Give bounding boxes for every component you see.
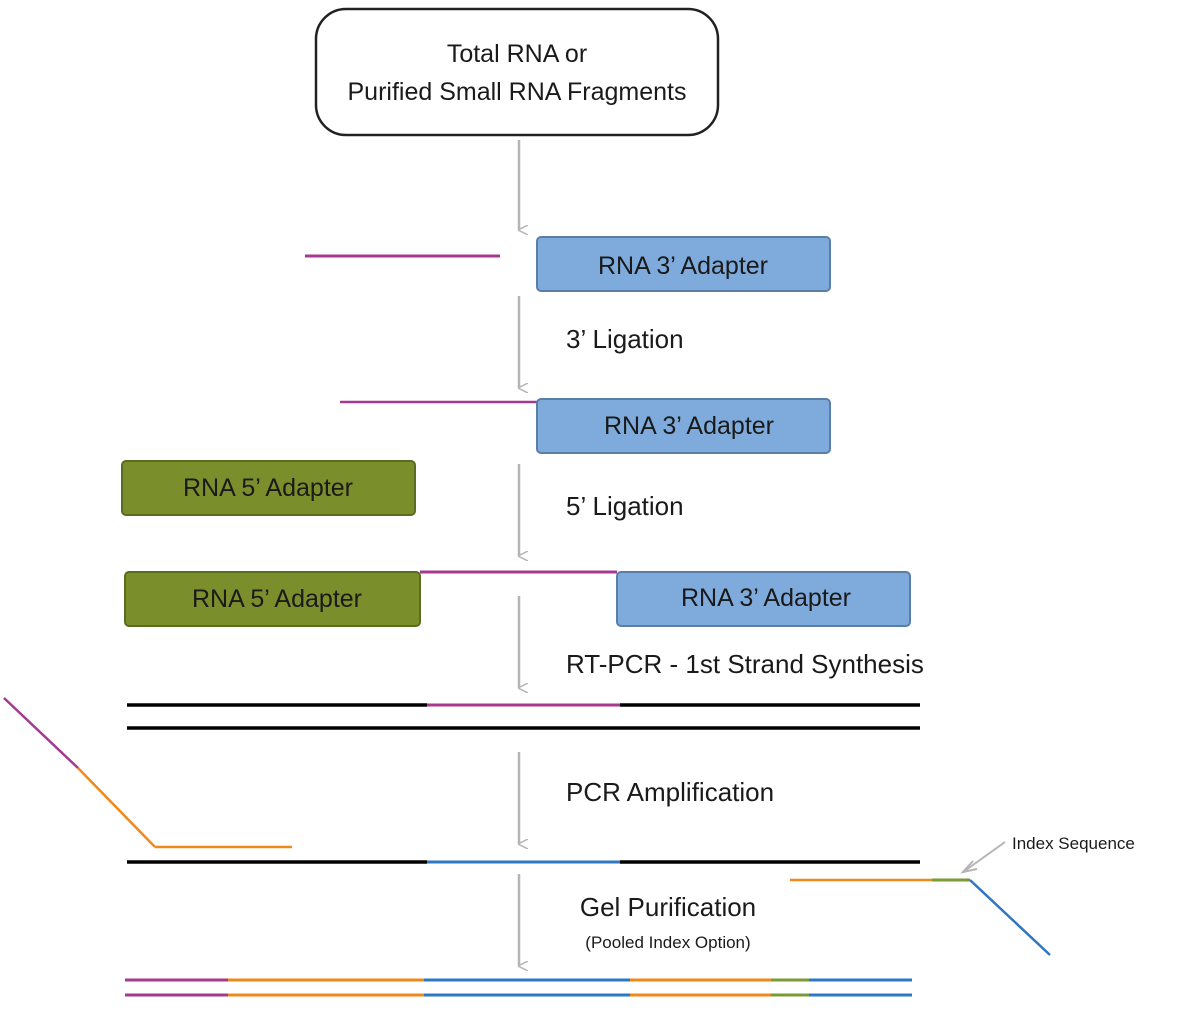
primer-purple-tail	[3, 697, 79, 769]
rna-5-adapter-label: RNA 5’ Adapter	[183, 474, 353, 502]
step-5-ligation-label: 5’ Ligation	[566, 491, 684, 521]
rna-5-adapter-final-label: RNA 5’ Adapter	[192, 585, 362, 613]
index-pointer-head	[960, 860, 978, 874]
step-gel-sublabel: (Pooled Index Option)	[585, 933, 750, 952]
rna-5-adapter-box	[121, 460, 416, 516]
stage-3-adapter: RNA 3’ Adapter	[305, 236, 831, 292]
step-gel-label: Gel Purification	[580, 892, 756, 922]
stage-5-adapter: RNA 5’ Adapter	[121, 460, 416, 516]
step-3-ligation-label: 3’ Ligation	[566, 324, 684, 354]
step-rtpcr-label: RT-PCR - 1st Strand Synthesis	[566, 649, 924, 679]
reverse-primer	[790, 841, 1051, 956]
rna-3-adapter-final-label: RNA 3’ Adapter	[681, 584, 851, 612]
rna-3-adapter-box	[536, 236, 831, 292]
stage-both-ligated: RNA 5’ Adapter RNA 3’ Adapter	[124, 570, 911, 627]
rna-3-adapter-ligated-label: RNA 3’ Adapter	[604, 412, 774, 440]
primer-orange-tail	[77, 767, 156, 848]
index-pointer-arrow	[965, 841, 1006, 871]
rev-primer-blue-tail	[969, 879, 1051, 956]
rna-5-adapter-box-final	[124, 571, 421, 627]
final-library	[125, 978, 912, 997]
start-node: Total RNA or Purified Small RNA Fragment…	[314, 7, 720, 137]
forward-primer	[3, 697, 292, 849]
rna-3-adapter-label: RNA 3’ Adapter	[598, 252, 768, 280]
stage-cdna	[127, 703, 920, 730]
index-sequence-label: Index Sequence	[1012, 834, 1135, 853]
stage-3-ligated: RNA 3’ Adapter	[340, 398, 831, 454]
start-box	[314, 7, 720, 137]
rna-3-adapter-box-ligated	[536, 398, 831, 454]
start-line-1: Total RNA or	[447, 40, 587, 68]
rna-3-adapter-box-final	[616, 571, 911, 627]
step-pcr-label: PCR Amplification	[566, 777, 774, 807]
start-line-2: Purified Small RNA Fragments	[347, 78, 686, 106]
